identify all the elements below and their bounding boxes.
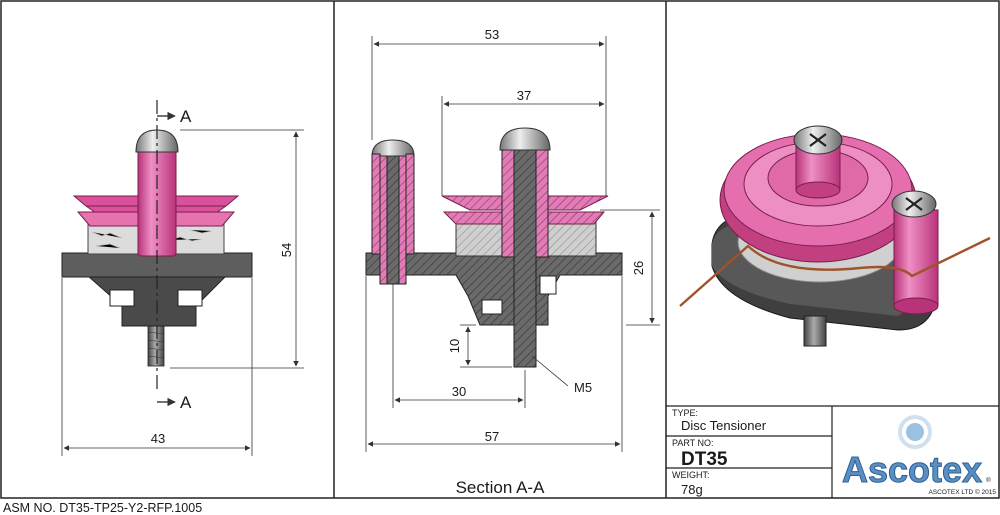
asm-number: ASM NO. DT35-TP25-Y2-RFP.1005 (3, 501, 202, 515)
front-dimensions (61, 129, 304, 456)
title-block-grid (666, 405, 999, 498)
weight-label: WEIGHT: (672, 470, 710, 480)
front-view (61, 100, 253, 407)
section-title: Section A-A (456, 478, 545, 497)
thread-callout: M5 (574, 380, 592, 395)
dim-front-width: 43 (151, 431, 165, 446)
dim-offset: 30 (452, 384, 466, 399)
dim-stud-length: 10 (447, 339, 462, 353)
dim-overall-top: 53 (485, 27, 499, 42)
logo-text: Ascotex (842, 449, 982, 490)
part-label: PART NO: (672, 438, 714, 448)
part-value: DT35 (681, 449, 728, 470)
dim-section-height: 26 (631, 261, 646, 275)
dim-spacing: 37 (517, 88, 531, 103)
section-view (365, 127, 623, 368)
ascotex-logo-mark (898, 415, 932, 449)
dim-overall-bottom: 57 (485, 429, 499, 444)
type-label: TYPE: (672, 408, 698, 418)
section-mark-bottom: A (180, 393, 192, 412)
registered-mark: ® (986, 476, 991, 484)
dim-front-height: 54 (279, 243, 294, 257)
type-value: Disc Tensioner (681, 418, 767, 433)
weight-value: 78g (681, 482, 703, 497)
copyright: ASCOTEX LTD © 2015 (928, 488, 996, 496)
section-mark-top: A (180, 107, 192, 126)
sheet-frame (0, 0, 1000, 499)
section-dimensions (365, 36, 660, 452)
isometric-view (679, 125, 991, 347)
